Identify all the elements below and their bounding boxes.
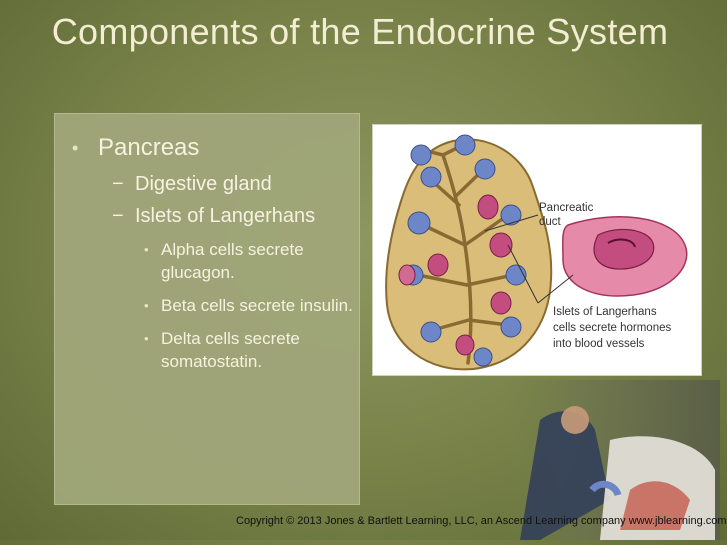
emt-patient-photo xyxy=(500,380,720,540)
content-panel xyxy=(54,113,360,505)
label-pancreatic-duct-line2: duct xyxy=(539,216,562,228)
paramedic-head xyxy=(561,406,589,434)
copyright-footer: Copyright © 2013 Jones & Bartlett Learni… xyxy=(236,515,727,527)
sub-sub-bullet-alpha: • Alpha cells secrete glucagon. xyxy=(72,238,357,284)
bullet-pancreas: • Pancreas xyxy=(72,132,357,164)
label-islets-line1: Islets of Langerhans xyxy=(553,306,657,318)
sub-sub-bullet-text: Alpha cells secrete glucagon. xyxy=(161,240,304,282)
photo-svg xyxy=(500,380,720,540)
paramedic-figure xyxy=(520,411,610,540)
bullet-marker: • xyxy=(144,331,149,346)
sub-bullet-digestive-gland: − Digestive gland xyxy=(72,168,357,200)
label-islets-line2: cells secrete hormones xyxy=(553,322,671,334)
equipment-bag xyxy=(620,481,690,530)
pancreatic-duct-branches xyxy=(416,143,515,365)
label-islets-line3: into blood vessels xyxy=(553,338,645,350)
pancreas-diagram-svg: Pancreatic duct Islets of Langerhans cel… xyxy=(385,134,688,371)
slide-title: Components of the Endocrine System xyxy=(51,11,669,52)
gloved-hand xyxy=(589,480,622,497)
bullet-list: • Pancreas − Digestive gland − Islets of… xyxy=(72,132,357,383)
bullet-marker: • xyxy=(144,298,149,313)
sub-bullet-text: Digestive gland xyxy=(135,173,272,195)
islets-of-langerhans xyxy=(398,194,513,356)
leader-lines xyxy=(484,214,574,304)
bullet-marker: • xyxy=(72,138,79,158)
sub-sub-bullet-delta: • Delta cells secrete somatostatin. xyxy=(72,327,357,373)
pancreas-illustration: Pancreatic duct Islets of Langerhans cel… xyxy=(372,124,702,376)
acini-clusters xyxy=(402,134,527,367)
pancreas-tissue-shape xyxy=(385,138,553,371)
sub-sub-bullet-text: Beta cells secrete insulin. xyxy=(161,296,353,315)
dash-marker: − xyxy=(112,205,124,227)
islet-closeup xyxy=(561,216,688,297)
sub-bullet-text: Islets of Langerhans xyxy=(135,205,316,227)
sub-bullet-islets: − Islets of Langerhans xyxy=(72,200,357,232)
bullet-marker: • xyxy=(144,242,149,257)
dash-marker: − xyxy=(112,173,124,195)
sub-sub-bullet-beta: • Beta cells secrete insulin. xyxy=(72,294,357,317)
bullet-text: Pancreas xyxy=(98,134,200,161)
label-pancreatic-duct-line1: Pancreatic xyxy=(539,202,594,214)
sub-sub-bullet-text: Delta cells secrete somatostatin. xyxy=(161,329,300,371)
